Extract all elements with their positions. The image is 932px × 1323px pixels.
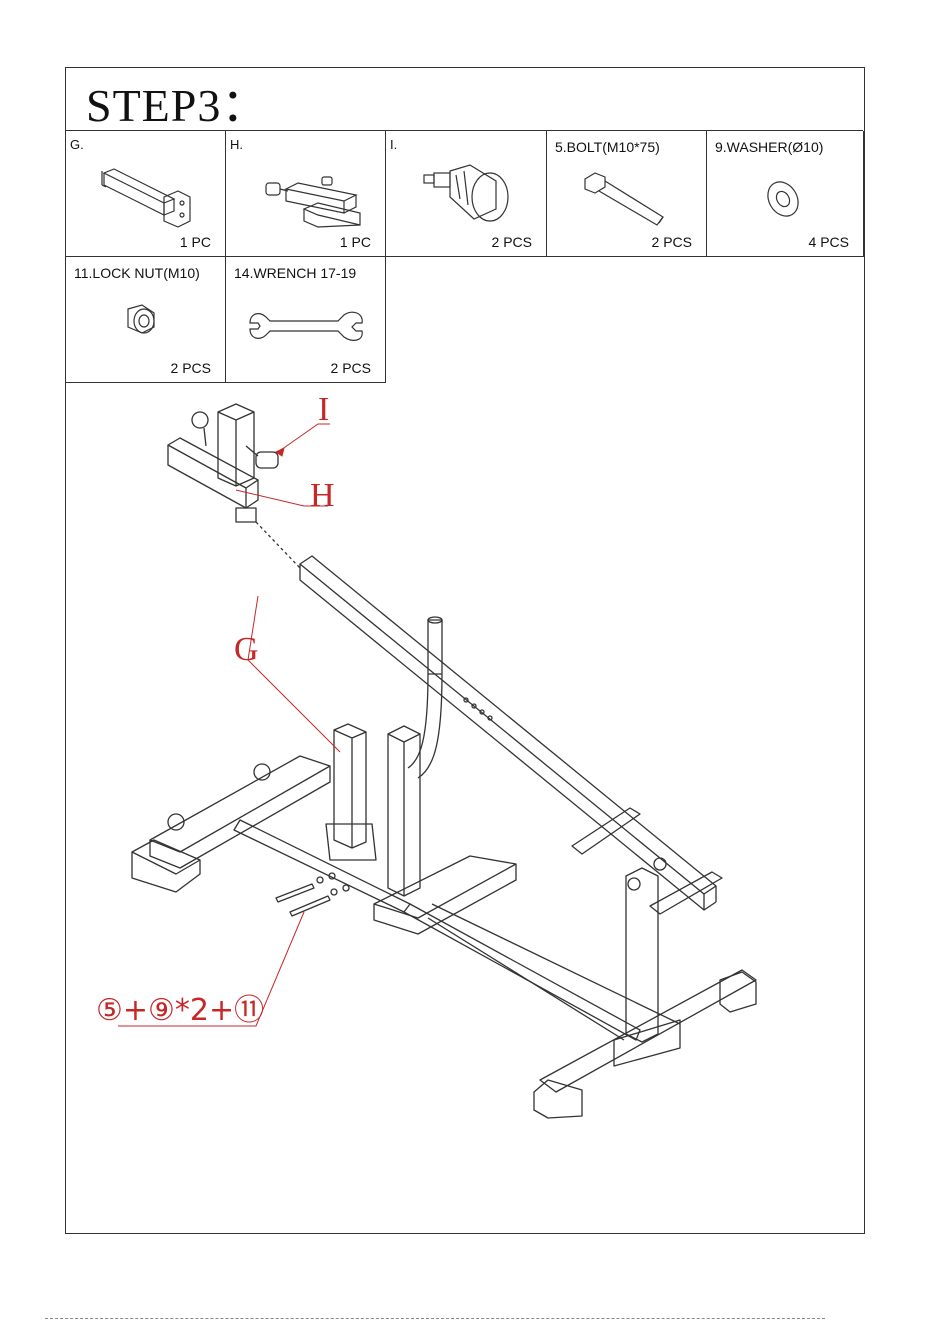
part-g-installed bbox=[326, 724, 376, 860]
callout-i: I bbox=[318, 391, 329, 428]
callout-lines bbox=[118, 424, 340, 1026]
part-h-assembly bbox=[168, 404, 278, 522]
alignment-line bbox=[256, 522, 300, 568]
base-frame bbox=[132, 756, 756, 1118]
upright-post bbox=[408, 617, 442, 778]
callout-hardware: ⑤+⑨*2+⑪ bbox=[96, 993, 264, 1028]
callout-h: H bbox=[310, 477, 335, 514]
hardware-bolts bbox=[276, 873, 349, 916]
footer-divider bbox=[45, 1318, 825, 1319]
callout-g: G bbox=[234, 631, 259, 668]
